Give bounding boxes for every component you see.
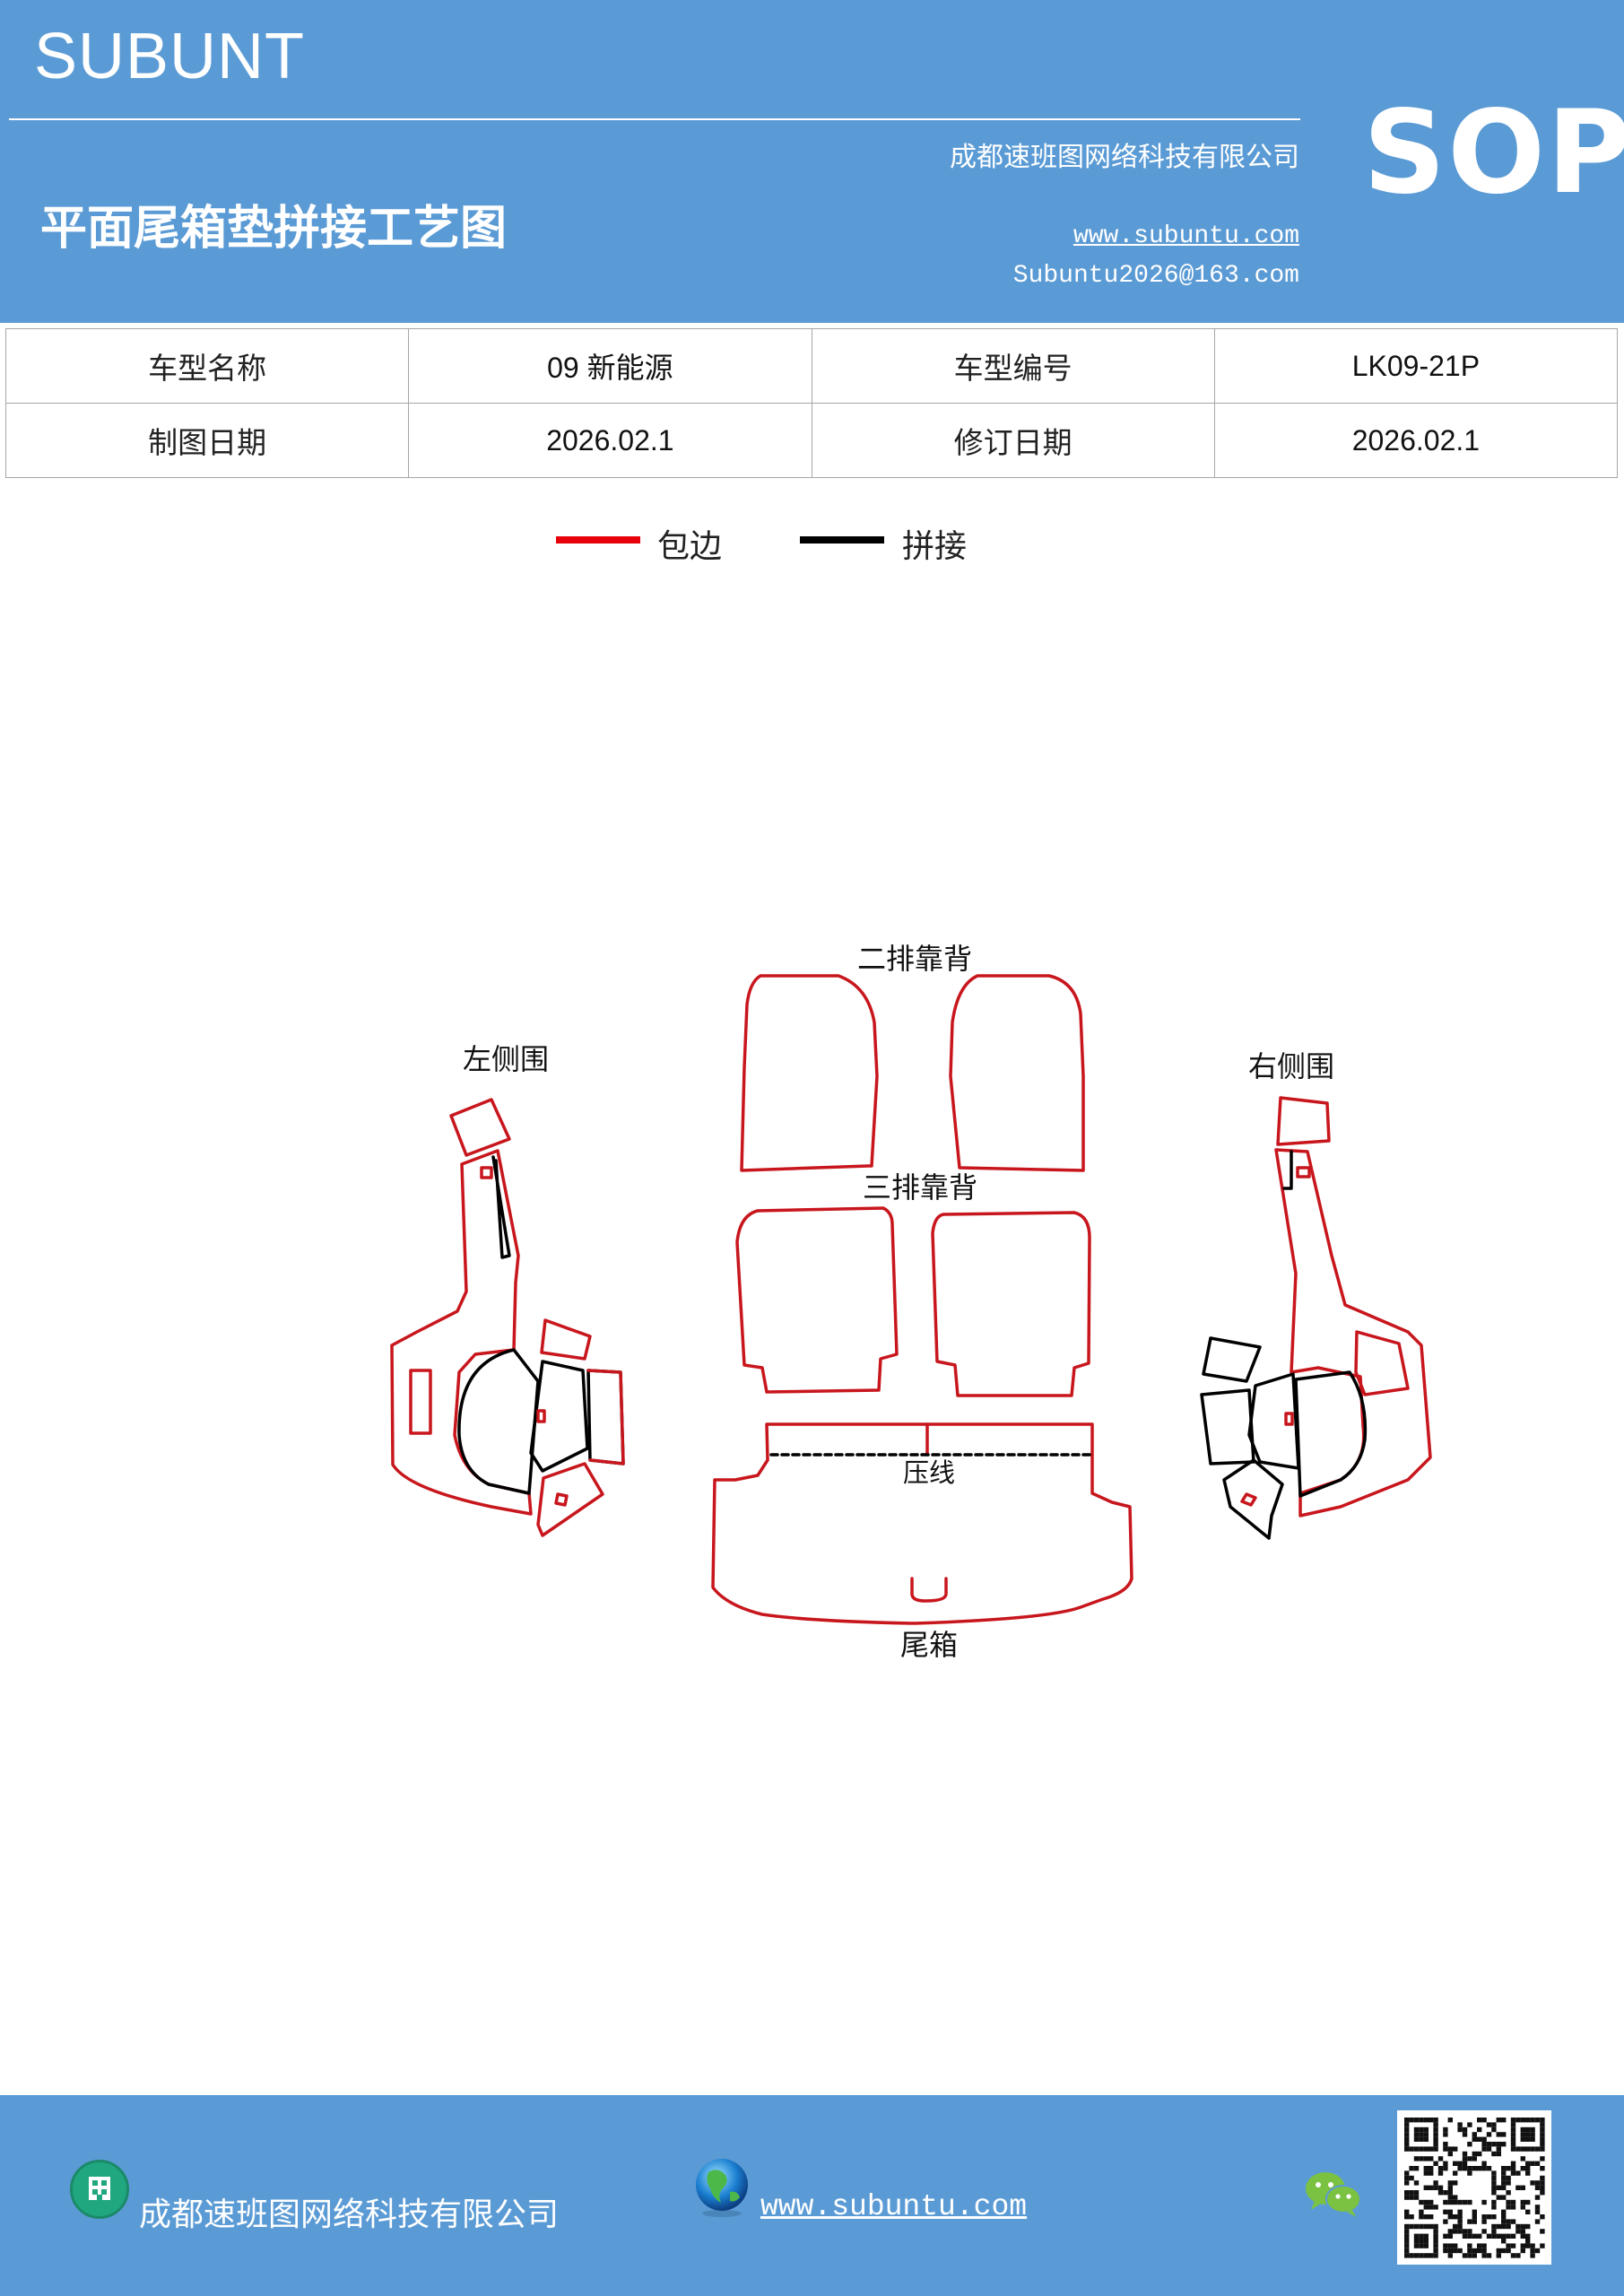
right-side-small-slot [1296, 1166, 1311, 1178]
label-trunk: 尾箱 [900, 1628, 958, 1662]
left-side-main-piece [390, 1149, 533, 1516]
building-icon [70, 2160, 129, 2219]
right-side-left-piece [1200, 1388, 1255, 1465]
right-side-curved-insert [1294, 1370, 1368, 1498]
left-side-bottom-tab [536, 1462, 604, 1537]
globe-icon [690, 2156, 753, 2219]
legend-label-edge: 包边 [657, 528, 723, 565]
right-side-center-slot [1284, 1412, 1294, 1426]
left-side-right-strip [586, 1369, 625, 1465]
left-side-top-tab [540, 1318, 592, 1361]
right-side-upper-flap [1276, 1096, 1331, 1146]
legend-label-seam: 拼接 [902, 528, 968, 565]
footer-banner: 成都速班图网络科技有限公司 www.subuntu.com [0, 2095, 1624, 2296]
left-side-seam-strip [491, 1155, 511, 1259]
value-cell: LK09-21P [1213, 328, 1619, 404]
qr-code [1397, 2110, 1551, 2265]
third-row-back-right-piece [931, 1211, 1091, 1397]
left-side-cutout [409, 1369, 432, 1435]
value-cell: 2026.02.1 [1213, 403, 1619, 478]
label-left-side: 左侧围 [463, 1042, 549, 1076]
page-title: 平面尾箱垫拼接工艺图 [40, 202, 508, 256]
label-cell: 修订日期 [811, 403, 1215, 478]
left-side-small-slot [480, 1166, 493, 1179]
right-side-seam-strip [1282, 1150, 1293, 1190]
value-cell: 2026.02.1 [408, 403, 812, 478]
table-row: 制图日期 2026.02.1 修订日期 2026.02.1 [4, 403, 1619, 478]
third-row-back-left-piece [735, 1206, 899, 1394]
left-side-right-piece [586, 1369, 625, 1465]
header-email: Subuntu2026@163.com [1012, 262, 1299, 290]
right-side-bottom-tab [1222, 1458, 1284, 1540]
label-second-row-back: 二排靠背 [857, 942, 972, 976]
label-press-line: 压线 [903, 1457, 955, 1488]
sop-badge: SOP [1363, 86, 1624, 220]
second-row-back-left-piece [740, 974, 879, 1172]
label-cell: 车型名称 [4, 328, 410, 404]
wechat-icon[interactable] [1302, 2167, 1365, 2221]
header-company-name: 成都速班图网络科技有限公司 [950, 142, 1299, 173]
label-cell: 车型编号 [811, 328, 1215, 404]
left-side-bottom-slot [554, 1492, 569, 1507]
legend-swatch-edge [556, 536, 640, 544]
table-row: 车型名称 09 新能源 车型编号 LK09-21P [4, 328, 1619, 404]
info-table: 车型名称 09 新能源 车型编号 LK09-21P 制图日期 2026.02.1… [4, 328, 1619, 478]
left-side-center-slot [536, 1409, 546, 1423]
right-side-bottom-slot [1240, 1492, 1257, 1507]
header-divider [9, 118, 1300, 120]
footer-website-link[interactable]: www.subuntu.com [760, 2190, 1028, 2223]
label-cell: 制图日期 [4, 403, 410, 478]
trunk-floor-piece [711, 1422, 1133, 1625]
header-banner: SUBUNT 成都速班图网络科技有限公司 平面尾箱垫拼接工艺图 www.subu… [0, 0, 1624, 323]
legend: 包边 拼接 [0, 520, 1624, 574]
second-row-back-right-piece [949, 974, 1085, 1172]
left-side-curved-insert [457, 1348, 540, 1495]
legend-swatch-seam [800, 536, 884, 544]
value-cell: 09 新能源 [408, 328, 812, 404]
label-third-row-back: 三排靠背 [863, 1170, 977, 1205]
left-side-center-piece [529, 1360, 589, 1473]
right-side-cutout [1354, 1330, 1410, 1396]
trunk-handle-notch [910, 1577, 948, 1603]
header-website-link[interactable]: www.subuntu.com [1073, 222, 1299, 250]
footer-company-name: 成都速班图网络科技有限公司 [139, 2196, 560, 2233]
left-side-upper-flap [449, 1098, 511, 1157]
brand-name: SUBUNT [34, 21, 306, 92]
right-side-top-tab [1202, 1336, 1262, 1383]
label-right-side: 右侧围 [1248, 1049, 1334, 1083]
